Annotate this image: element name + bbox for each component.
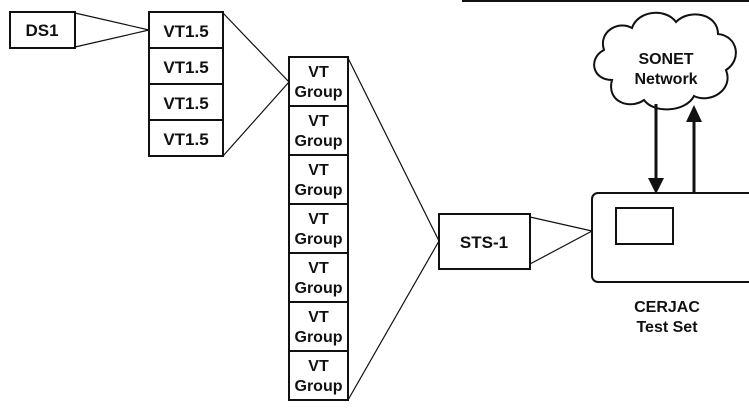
vt-group-label-line1: VT bbox=[308, 64, 329, 81]
sonet-label-line2: Network bbox=[634, 71, 697, 88]
ds1-to-vt15-connector bbox=[74, 12, 150, 48]
test-set-label-line2: Test Set bbox=[636, 319, 698, 336]
vt-group-box-7: VT Group bbox=[288, 350, 349, 401]
vt-group-box-3: VT Group bbox=[288, 154, 349, 205]
vt15-box-1 bbox=[148, 11, 224, 49]
vt-group-box-6: VT Group bbox=[288, 301, 349, 352]
vt15-label-3: VT1.5 bbox=[163, 94, 208, 113]
vt-group-label-line2: Group bbox=[295, 329, 343, 346]
vt-group-box-5: VT Group bbox=[288, 252, 349, 303]
vt15-label-1: VT1.5 bbox=[163, 22, 208, 41]
vt15-label-4: VT1.5 bbox=[163, 130, 208, 149]
vt15-box-4 bbox=[148, 119, 224, 157]
test-set-device: CERJAC Test Set bbox=[591, 192, 749, 336]
vt-group-label-line1: VT bbox=[308, 309, 329, 326]
vt-group-label-line2: Group bbox=[295, 133, 343, 150]
vt-group-label-line1: VT bbox=[308, 113, 329, 130]
vt-group-box-4: VT Group bbox=[288, 203, 349, 254]
vt15-to-vtgroup-connector bbox=[222, 12, 290, 157]
vt-group-label-line2: Group bbox=[295, 378, 343, 395]
vt-group-label-line2: Group bbox=[295, 182, 343, 199]
sts1-box: STS-1 bbox=[438, 213, 531, 270]
test-set-label-line1: CERJAC bbox=[634, 299, 700, 316]
vt-group-label-line1: VT bbox=[308, 358, 329, 375]
sts1-label: STS-1 bbox=[460, 233, 508, 252]
vt-group-label-line2: Group bbox=[295, 231, 343, 248]
vt-group-label-line2: Group bbox=[295, 84, 343, 101]
vt-group-label-line1: VT bbox=[308, 162, 329, 179]
vt-group-label-line1: VT bbox=[308, 211, 329, 228]
vt-group-label-line2: Group bbox=[295, 280, 343, 297]
vt15-label-2: VT1.5 bbox=[163, 58, 208, 77]
sonet-network-cloud: SONET Network bbox=[593, 11, 737, 111]
vt15-stack: VT1.5 VT1.5 VT1.5 VT1.5 bbox=[148, 11, 224, 157]
vt-group-box-2: VT Group bbox=[288, 105, 349, 156]
arrow-up-icon bbox=[686, 105, 702, 193]
vtgroup-to-sts1-connector bbox=[347, 57, 440, 401]
vt-group-stack: VTGroupVTGroupVTGroupVTGroupVTGroupVTGro… bbox=[288, 56, 349, 401]
vt-group-label-line1: VT bbox=[308, 260, 329, 277]
sonet-label-line1: SONET bbox=[638, 51, 693, 68]
vt-group-box-1: VT Group bbox=[288, 56, 349, 107]
ds1-box: DS1 bbox=[9, 11, 76, 49]
sts1-to-testset-connector bbox=[529, 216, 594, 265]
arrow-down-icon bbox=[648, 104, 664, 194]
ds1-label: DS1 bbox=[25, 21, 58, 40]
test-set-screen bbox=[615, 207, 674, 245]
